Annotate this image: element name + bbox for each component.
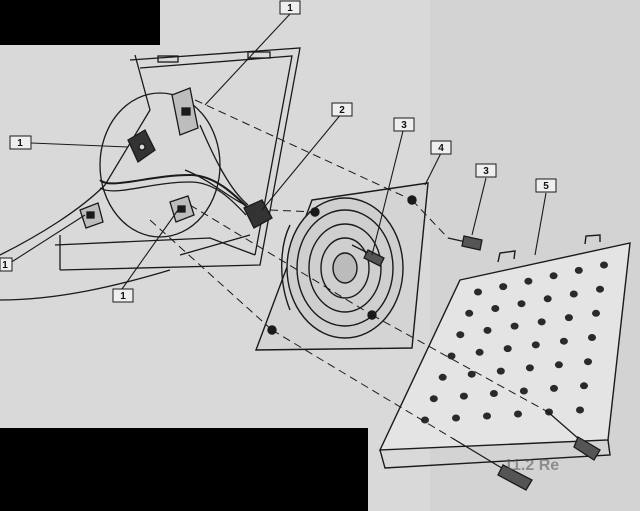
grille-hole <box>600 261 608 269</box>
grille-hole <box>465 309 474 317</box>
grille-hole <box>525 364 534 372</box>
screw-right <box>447 235 483 251</box>
svg-text:1: 1 <box>120 291 126 302</box>
callout-5: 5 <box>535 178 557 193</box>
grille-hole <box>549 272 558 280</box>
grille-hole <box>543 295 552 303</box>
svg-text:4: 4 <box>438 143 444 154</box>
svg-text:3: 3 <box>401 120 407 131</box>
redaction-block-top-left <box>0 0 160 45</box>
grille-hole <box>559 337 568 345</box>
grille-hole <box>588 334 596 341</box>
grille-hole <box>519 387 528 395</box>
grille-hole <box>499 283 508 291</box>
callout-1-lower-left: 1 <box>0 257 13 272</box>
grille-hole <box>467 370 476 378</box>
grille-hole <box>584 358 592 366</box>
clip-lower-left <box>79 202 104 229</box>
callout-4: 4 <box>430 140 452 155</box>
grille-hole <box>545 408 553 416</box>
grille-hole <box>456 331 465 339</box>
svg-text:3: 3 <box>483 166 489 177</box>
grille-hole <box>491 305 500 312</box>
grille-hole <box>592 309 600 317</box>
grille-hole <box>524 277 533 285</box>
grille-hole <box>503 345 512 353</box>
grille-hole <box>483 326 492 334</box>
screw-lower-right <box>547 411 601 461</box>
screw-lower-left <box>451 437 533 491</box>
callout-1-bottom: 1 <box>112 288 134 303</box>
alignment-lines <box>149 99 549 439</box>
grille-hole <box>580 382 588 390</box>
svg-text:1: 1 <box>17 138 23 149</box>
grille-hole <box>531 341 540 349</box>
callout-leaders <box>9 13 547 290</box>
svg-text:1: 1 <box>2 260 8 271</box>
callout-2: 2 <box>331 102 353 117</box>
grille-hole <box>574 266 583 274</box>
caption-fragment: 11.2 Re <box>504 457 559 474</box>
grille-hole <box>514 410 522 418</box>
grille-hole <box>438 373 447 381</box>
grille-hole <box>447 352 456 360</box>
grille-holes <box>421 261 608 424</box>
grille-hole <box>517 300 526 308</box>
grille-hole <box>489 390 498 397</box>
grille-hole <box>429 395 438 403</box>
grille-hole <box>474 288 482 296</box>
grille-hole <box>510 322 519 330</box>
grille-hole <box>569 290 578 298</box>
callout-3-speaker: 3 <box>393 117 415 132</box>
grille-hole <box>576 406 584 414</box>
grille-hole <box>537 318 546 326</box>
redaction-block-bottom-left <box>0 428 368 511</box>
grille-hole <box>483 412 491 420</box>
door-panel <box>0 47 301 301</box>
speaker-opening <box>99 92 251 238</box>
grille-hole <box>459 392 468 400</box>
svg-text:1: 1 <box>287 3 293 14</box>
clip-top <box>171 87 199 136</box>
svg-text:2: 2 <box>339 105 345 116</box>
grille-hole <box>554 361 563 369</box>
screw-speaker <box>351 244 385 267</box>
grille-hole <box>596 285 604 293</box>
clip-left <box>127 129 156 163</box>
speaker-unit <box>254 182 429 351</box>
callout-3-right: 3 <box>475 163 497 178</box>
grille-hole <box>452 414 460 422</box>
callout-1-left: 1 <box>9 135 32 150</box>
grille-hole <box>475 348 484 356</box>
grille-hole <box>550 384 558 392</box>
grille-hole <box>564 314 573 322</box>
svg-text:5: 5 <box>543 181 549 192</box>
grille-hole <box>496 367 505 375</box>
grille-hole <box>421 416 429 424</box>
callout-1-top: 1 <box>279 0 301 15</box>
